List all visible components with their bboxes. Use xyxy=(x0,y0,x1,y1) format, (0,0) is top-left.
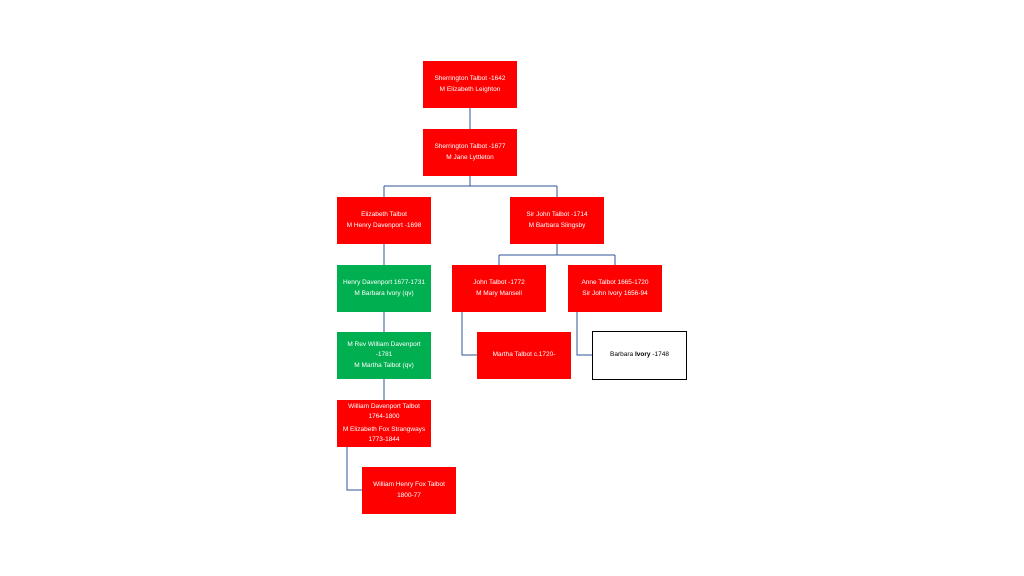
node-dates: -1781 xyxy=(375,351,393,359)
node-name: M Rev William Davenport xyxy=(347,341,421,349)
node-spouse: M Elizabeth Fox Strangways xyxy=(342,425,426,433)
connector-line xyxy=(498,244,616,265)
connector-line xyxy=(383,176,558,197)
node-sherrington-talbot-1677[interactable]: Sherrington Talbot -1677 M Jane Lyttleto… xyxy=(423,129,517,176)
node-spouse: M Barbara Slingsby xyxy=(528,221,586,229)
node-spouse-dates: 1773-1844 xyxy=(368,435,400,443)
node-elizabeth-talbot[interactable]: Elizabeth Talbot M Henry Davenport -1698 xyxy=(337,197,431,244)
node-anne-talbot[interactable]: Anne Talbot 1665-1720 Sir John Ivory 165… xyxy=(568,265,662,312)
node-spouse: M Mary Mansell xyxy=(476,289,522,297)
node-name: William Henry Fox Talbot xyxy=(373,481,445,489)
node-spouse: Sir John Ivory 1656-94 xyxy=(582,289,648,297)
node-william-henry-fox-talbot[interactable]: William Henry Fox Talbot 1800-77 xyxy=(362,467,456,514)
node-name: Elizabeth Talbot xyxy=(361,211,407,219)
node-dates: 1764-1800 xyxy=(368,413,400,421)
node-spouse: M Henry Davenport -1698 xyxy=(346,221,422,229)
node-name: Martha Talbot c.1720- xyxy=(492,351,556,359)
connector-line xyxy=(461,312,477,356)
node-spouse: M Jane Lyttleton xyxy=(446,153,494,161)
node-sir-john-talbot[interactable]: Sir John Talbot -1714 M Barbara Slingsby xyxy=(510,197,604,244)
node-spouse: M Martha Talbot (qv) xyxy=(354,361,414,369)
node-name: Barbara Ivory -1748 xyxy=(610,350,669,360)
node-rev-william-davenport[interactable]: M Rev William Davenport -1781 M Martha T… xyxy=(337,332,431,379)
connector-line xyxy=(346,447,362,491)
node-john-talbot[interactable]: John Talbot -1772 M Mary Mansell xyxy=(452,265,546,312)
node-name: Sherrington Talbot -1677 xyxy=(434,143,506,151)
node-martha-talbot[interactable]: Martha Talbot c.1720- xyxy=(477,332,571,379)
node-name: Anne Talbot 1665-1720 xyxy=(581,279,649,287)
node-name: William Davenport Talbot xyxy=(348,403,420,410)
node-name: Sherrington Talbot -1642 xyxy=(434,75,506,83)
node-barbara-ivory[interactable]: Barbara Ivory -1748 xyxy=(592,331,687,380)
connector-line xyxy=(576,312,592,356)
node-name: John Talbot -1772 xyxy=(473,279,525,287)
node-william-davenport-talbot[interactable]: William Davenport Talbot 1764-1800 M Eli… xyxy=(337,400,431,447)
node-spouse: M Barbara Ivory (qv) xyxy=(354,289,414,297)
node-dates: 1800-77 xyxy=(397,491,421,499)
node-name-suffix: -1748 xyxy=(650,351,669,359)
node-name-prefix: Barbara xyxy=(610,351,635,359)
node-name: Henry Davenport 1677-1731 xyxy=(342,279,426,287)
node-sherrington-talbot-1642[interactable]: Sherrington Talbot -1642 M Elizabeth Lei… xyxy=(423,61,517,108)
node-name-bold: Ivory xyxy=(634,351,651,359)
node-spouse: M Elizabeth Leighton xyxy=(439,85,501,93)
node-name: Sir John Talbot -1714 xyxy=(526,211,588,219)
node-henry-davenport[interactable]: Henry Davenport 1677-1731 M Barbara Ivor… xyxy=(337,265,431,312)
